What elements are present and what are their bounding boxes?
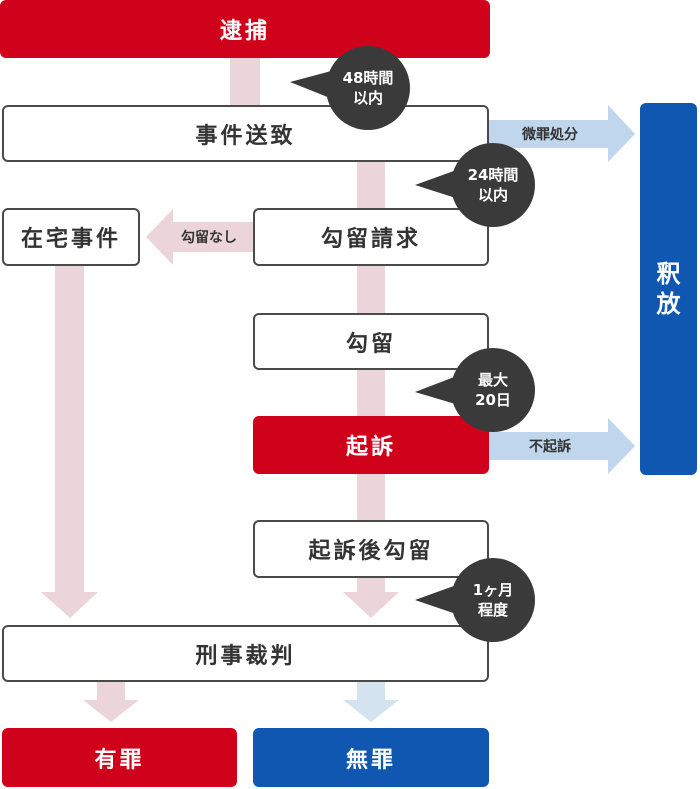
node-post-indictment-detention-label: 起訴後勾留 [308, 539, 434, 564]
node-not-guilty-label: 無罪 [345, 747, 396, 773]
bubble-48-line1: 48時間 [342, 69, 394, 87]
node-arrest-label: 逮捕 [219, 19, 270, 44]
bubble-1m-line2: 程度 [477, 601, 508, 619]
node-not-guilty: 無罪 [253, 728, 489, 787]
node-indictment-label: 起訴 [345, 435, 396, 460]
node-referral-label: 事件送致 [195, 123, 296, 149]
bubble-24-hours: 24時間 以内 [451, 143, 535, 227]
node-guilty-label: 有罪 [94, 747, 145, 773]
stem-arrest-referral [230, 58, 260, 105]
stem-left [55, 266, 84, 592]
node-detention-label: 勾留 [345, 331, 396, 357]
node-referral: 事件送致 [2, 105, 489, 162]
bubble-24-line1: 24時間 [467, 166, 519, 184]
bubble-48-hours: 48時間 以内 [326, 46, 410, 130]
stem-trial-guilty [97, 682, 125, 700]
arrow-minor-offense [489, 105, 635, 162]
node-detention-request-label: 勾留請求 [320, 227, 421, 252]
node-home-case: 在宅事件 [2, 208, 140, 266]
bubble-max-20-days: 最大 20日 [451, 348, 535, 432]
node-indictment: 起訴 [253, 416, 489, 474]
node-post-indictment-detention: 起訴後勾留 [253, 520, 489, 578]
node-criminal-trial: 刑事裁判 [2, 625, 489, 682]
arrow-non-indictment-label: 不起訴 [529, 439, 571, 455]
node-release: 釈 放 [640, 103, 697, 475]
bubble-48-line2: 以内 [352, 89, 383, 107]
arrow-non-indictment [489, 418, 635, 474]
arrowhead-not-guilty [343, 700, 399, 722]
arrow-minor-offense-label: 微罪処分 [522, 127, 578, 143]
node-home-case-label: 在宅事件 [20, 227, 121, 252]
node-arrest: 逮捕 [0, 0, 490, 58]
node-detention: 勾留 [253, 313, 489, 370]
stem-trial-not-guilty [357, 682, 385, 700]
bubble-1m-line1: 1ヶ月 [472, 581, 514, 599]
bubble-tail-1m [415, 583, 462, 616]
node-criminal-trial-label: 刑事裁判 [195, 643, 296, 669]
node-detention-request: 勾留請求 [253, 208, 489, 266]
arrow-no-detention [146, 209, 253, 265]
node-release-label-2: 放 [656, 290, 681, 318]
arrow-no-detention-label: 勾留なし [181, 230, 237, 246]
arrowhead-center-to-trial [343, 592, 399, 618]
arrowhead-guilty [83, 700, 139, 722]
bubble-tail-20 [415, 374, 462, 406]
bubble-24-line2: 以内 [477, 186, 508, 204]
bubble-20-line1: 最大 [477, 371, 508, 389]
arrowhead-left-to-trial [41, 592, 98, 618]
node-release-label-1: 釈 [656, 260, 681, 288]
bubble-1-month: 1ヶ月 程度 [451, 558, 535, 642]
bubble-20-line2: 20日 [475, 391, 511, 409]
bubble-tail-24 [415, 168, 462, 200]
bubble-tail-48 [290, 70, 335, 100]
node-guilty: 有罪 [2, 728, 237, 787]
